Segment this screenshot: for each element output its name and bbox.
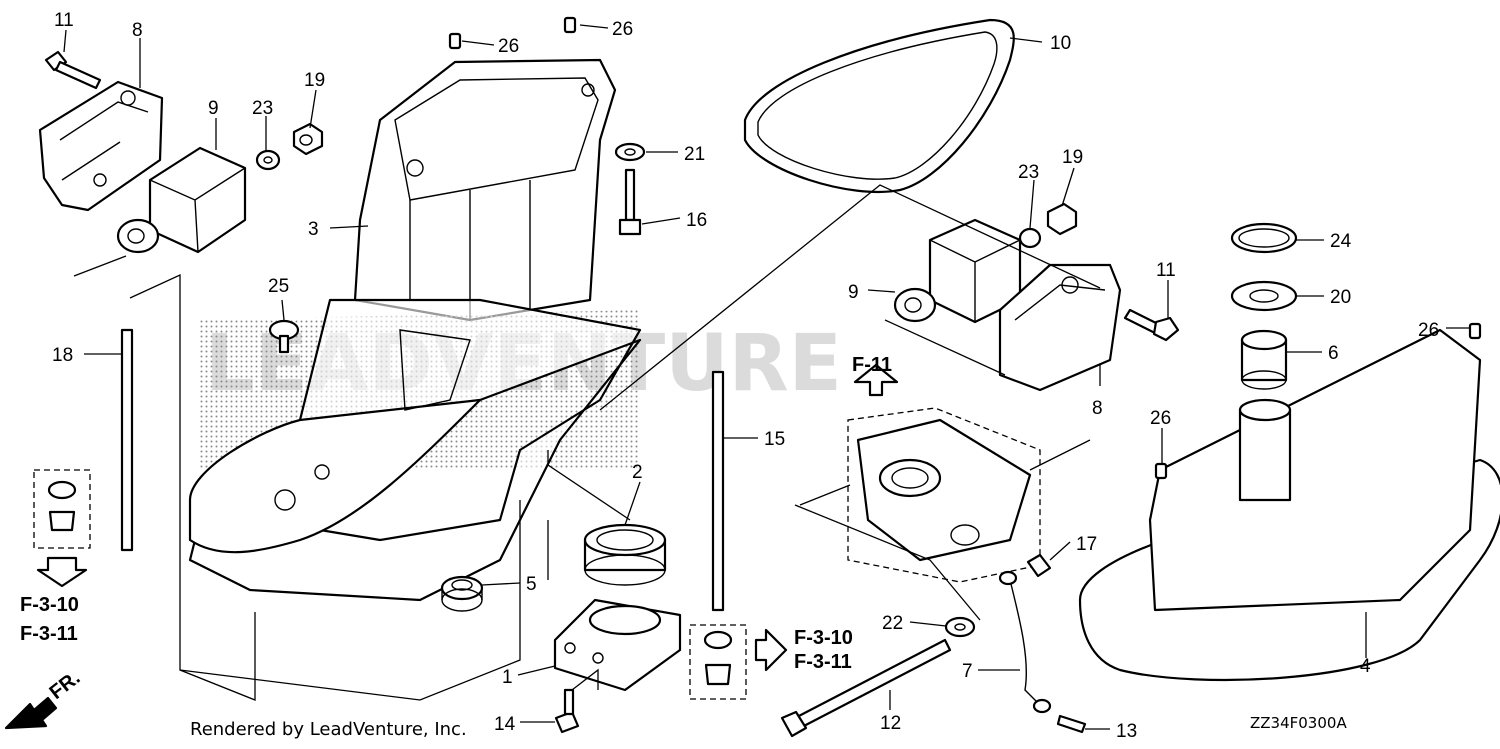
washer-nut-group-left xyxy=(33,469,91,549)
bolt-left xyxy=(44,50,102,90)
stud-left xyxy=(120,328,134,552)
f11-assembly xyxy=(847,363,1041,583)
callout-17: 17 xyxy=(1076,534,1097,555)
callout-22: 22 xyxy=(882,613,903,634)
callout-8: 8 xyxy=(132,20,143,41)
oil-seal xyxy=(440,575,484,612)
reference-labels: F-11 F-3-10 F-3-11 F-3-10 F-3-11 xyxy=(20,354,892,673)
callout-3: 3 xyxy=(308,219,319,240)
callout-9: 9 xyxy=(208,98,219,119)
callout-13: 13 xyxy=(1116,721,1137,742)
diagram-code: ZZ34F0300A xyxy=(1250,714,1347,732)
callout-19: 19 xyxy=(304,70,325,91)
bolt-14 xyxy=(554,688,580,734)
callout-8: 8 xyxy=(1092,398,1103,419)
ref-f11: F-11 xyxy=(852,354,892,376)
bolt-13 xyxy=(1056,714,1087,734)
callout-9: 9 xyxy=(848,282,859,303)
callout-23: 23 xyxy=(252,98,273,119)
callout-26: 26 xyxy=(1418,320,1439,341)
mount-housing-left xyxy=(38,80,164,212)
callout-1: 1 xyxy=(502,667,513,688)
ref-arrow-left xyxy=(36,556,88,588)
callout-11: 11 xyxy=(1156,260,1176,281)
callout-19: 19 xyxy=(1062,147,1083,168)
circlip xyxy=(1230,222,1298,254)
grommet-cap xyxy=(268,319,300,354)
lower-housing xyxy=(188,298,642,602)
callout-26: 26 xyxy=(612,19,633,40)
callout-25: 25 xyxy=(268,276,289,297)
guide-lines xyxy=(73,184,1101,701)
bolt-17 xyxy=(1026,553,1052,578)
ref-left-f3-11: F-3-11 xyxy=(20,623,78,645)
mount-plate xyxy=(553,598,682,692)
callout-14: 14 xyxy=(494,714,516,735)
callout-21: 21 xyxy=(684,144,705,165)
mount-housing-right xyxy=(998,263,1122,392)
callout-6: 6 xyxy=(1328,343,1339,364)
callout-5: 5 xyxy=(526,574,537,595)
ground-cable xyxy=(998,570,1052,714)
callout-16: 16 xyxy=(686,210,707,231)
callout-10: 10 xyxy=(1050,33,1071,54)
long-bolt xyxy=(780,638,952,738)
callout-18: 18 xyxy=(52,345,73,366)
needle-bearing xyxy=(583,523,667,586)
washer-right xyxy=(944,616,976,638)
ref-left-f3-10: F-3-10 xyxy=(20,594,79,616)
seal-ring xyxy=(743,18,1015,194)
render-credit: Rendered by LeadVenture, Inc. xyxy=(190,719,467,740)
leader-lines xyxy=(63,24,1470,730)
callout-24: 24 xyxy=(1330,231,1352,252)
oil-pan xyxy=(1078,322,1500,682)
bushing xyxy=(1240,329,1288,390)
rubber-mount-left xyxy=(116,146,247,254)
callout-12: 12 xyxy=(880,713,901,734)
callout-26: 26 xyxy=(1150,408,1171,429)
callout-4: 4 xyxy=(1360,656,1371,677)
ref-arrow-right xyxy=(754,628,788,672)
callout-2: 2 xyxy=(632,462,643,483)
callout-numbers: 11 8 9 23 19 26 26 10 21 3 16 23 19 24 2… xyxy=(52,10,1439,742)
washer-bolt-center xyxy=(614,142,646,236)
callout-7: 7 xyxy=(962,661,973,682)
washer-nut-right xyxy=(1018,202,1078,249)
front-label: FR. xyxy=(46,667,85,704)
dowel-pins-top xyxy=(448,16,577,50)
callout-11: 11 xyxy=(54,10,74,31)
extension-case xyxy=(353,58,617,322)
bolt-right xyxy=(1123,308,1180,342)
callout-15: 15 xyxy=(764,429,785,450)
stud-center xyxy=(711,370,725,612)
washer-nut-group-center xyxy=(689,624,747,700)
thrust-washer xyxy=(1230,280,1298,312)
callout-23: 23 xyxy=(1018,162,1039,183)
rubber-mount-right xyxy=(893,218,1022,324)
ref-right-f3-11: F-3-11 xyxy=(794,651,852,673)
front-marker: FR. xyxy=(4,667,85,730)
ref-right-f3-10: F-3-10 xyxy=(794,627,853,649)
washer-nut-left xyxy=(255,122,324,171)
callout-20: 20 xyxy=(1330,287,1351,308)
callout-26: 26 xyxy=(498,36,519,57)
